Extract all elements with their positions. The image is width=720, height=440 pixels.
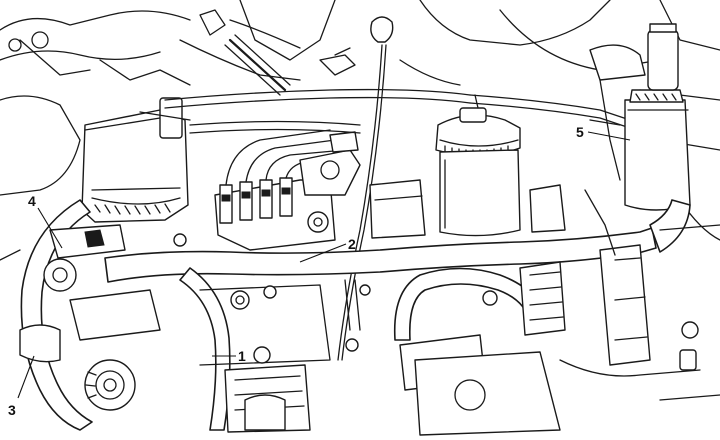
- leader-line-3: [17, 355, 35, 399]
- leader-line-2: [299, 243, 347, 263]
- injection-pump: [214, 129, 361, 251]
- right-lower-assembly: [393, 224, 720, 436]
- left-hose-loop: [20, 199, 231, 431]
- fluid-reservoir: [589, 23, 691, 211]
- callout-5: 5: [576, 124, 584, 140]
- callout-3: 3: [8, 402, 16, 418]
- upper-pipes: [164, 88, 631, 134]
- mid-components: [173, 179, 616, 352]
- callout-1: 1: [238, 348, 246, 364]
- left-accessories: [19, 224, 161, 411]
- air-cleaner-housing: [81, 97, 191, 223]
- leader-line-4: [37, 207, 63, 249]
- lower-engine-block: [199, 284, 331, 433]
- main-hose: [104, 199, 691, 283]
- callout-2: 2: [348, 236, 356, 252]
- callout-labels: 1 2 3 4 5: [8, 124, 584, 418]
- fuel-filter: [435, 94, 521, 237]
- dipstick: [337, 16, 394, 361]
- callout-4: 4: [28, 193, 36, 209]
- leader-line-5: [587, 131, 631, 141]
- throttle-linkage: [199, 9, 356, 96]
- leader-lines: [17, 131, 631, 399]
